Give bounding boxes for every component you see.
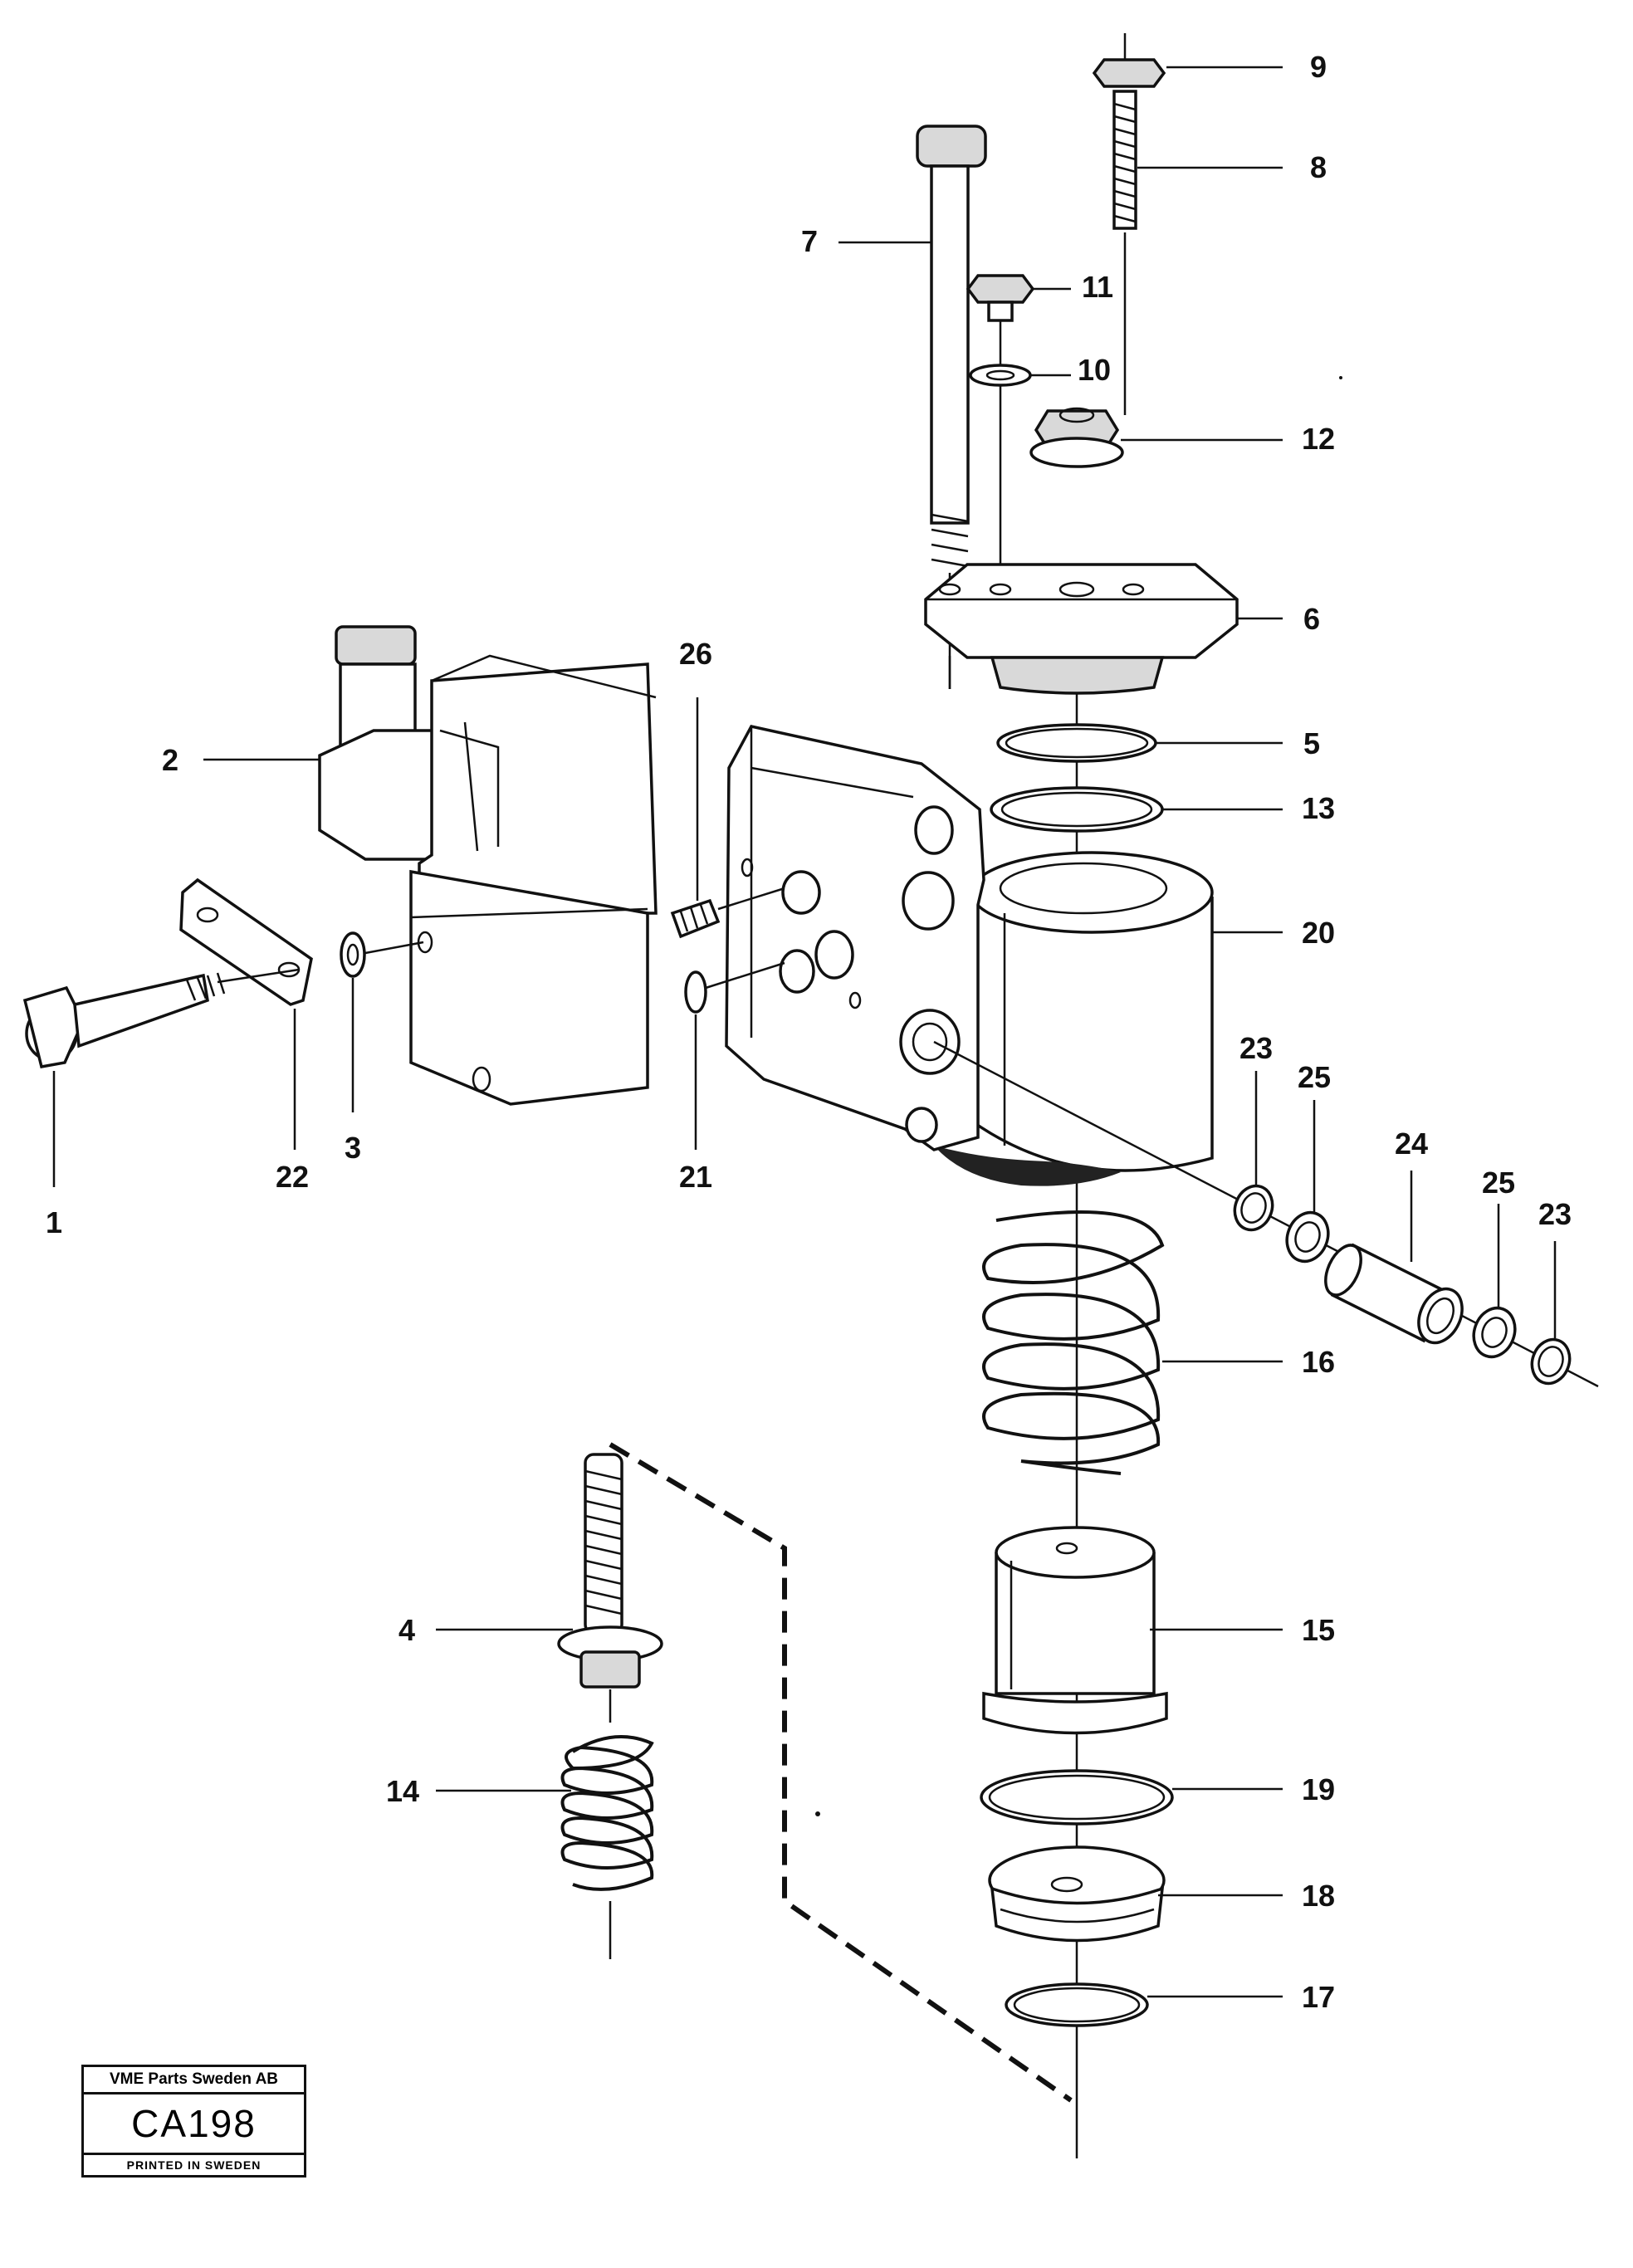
part-15-piston bbox=[982, 1526, 1168, 1735]
callout-4: 4 bbox=[398, 1613, 415, 1647]
part-4-adjusting-screw bbox=[557, 1453, 663, 1723]
callout-26: 26 bbox=[679, 637, 712, 671]
callout-9: 9 bbox=[1310, 50, 1327, 84]
stamp-code: CA198 bbox=[84, 2094, 304, 2155]
callout-11: 11 bbox=[1082, 270, 1113, 304]
callout-13: 13 bbox=[1302, 791, 1335, 825]
part-26-plug-screw bbox=[670, 697, 785, 939]
callout-20: 20 bbox=[1302, 916, 1335, 950]
callout-7: 7 bbox=[801, 224, 818, 258]
part-25-washer-left bbox=[1285, 1100, 1330, 1264]
part-7-long-bolt bbox=[916, 125, 987, 689]
part-9-hex-nut bbox=[1092, 33, 1166, 88]
callout-25-right: 25 bbox=[1482, 1166, 1515, 1200]
part-16-main-spring bbox=[982, 1210, 1165, 1475]
stamp-company: VME Parts Sweden AB bbox=[84, 2067, 304, 2094]
callout-14: 14 bbox=[386, 1774, 419, 1808]
part-3-washer bbox=[340, 931, 424, 1112]
callout-10: 10 bbox=[1078, 353, 1111, 387]
callout-18: 18 bbox=[1302, 1879, 1335, 1913]
callout-15: 15 bbox=[1302, 1613, 1335, 1647]
part-10-washer bbox=[969, 364, 1032, 581]
part-11-small-bolt bbox=[966, 274, 1035, 365]
callout-5: 5 bbox=[1303, 726, 1320, 760]
title-block: VME Parts Sweden AB CA198 PRINTED IN SWE… bbox=[81, 2065, 306, 2178]
callout-8: 8 bbox=[1310, 150, 1327, 184]
part-17-snap-ring bbox=[1005, 1982, 1149, 2027]
callout-6: 6 bbox=[1303, 602, 1320, 636]
callout-17: 17 bbox=[1302, 1980, 1335, 2014]
part-1-bolt bbox=[22, 968, 300, 1187]
callout-23-left: 23 bbox=[1239, 1031, 1273, 1065]
part-23-o-ring-left bbox=[1233, 1071, 1274, 1232]
part-2-solenoid-valve bbox=[318, 625, 658, 1106]
part-20-valve-body bbox=[725, 725, 1214, 1186]
callout-3: 3 bbox=[345, 1131, 361, 1165]
callout-24: 24 bbox=[1395, 1127, 1428, 1161]
part-14-small-spring bbox=[560, 1735, 654, 1959]
leader-lines bbox=[203, 66, 1283, 1998]
part-23-o-ring-right bbox=[1530, 1241, 1572, 1386]
callout-23-right: 23 bbox=[1538, 1197, 1572, 1231]
part-12-flange-nut bbox=[1029, 407, 1124, 468]
part-22-plate bbox=[179, 877, 313, 1150]
callout-22: 22 bbox=[276, 1160, 309, 1194]
callout-1: 1 bbox=[46, 1205, 62, 1239]
callout-16: 16 bbox=[1302, 1345, 1335, 1379]
callout-2: 2 bbox=[162, 743, 178, 777]
callout-12: 12 bbox=[1302, 422, 1335, 456]
callout-19: 19 bbox=[1302, 1772, 1335, 1806]
callout-21: 21 bbox=[679, 1160, 712, 1194]
stamp-footer: PRINTED IN SWEDEN bbox=[126, 2158, 262, 2172]
part-18-piston-cap bbox=[988, 1845, 1166, 1943]
dashed-assembly-line bbox=[609, 1442, 1073, 2103]
part-24-nipple bbox=[1324, 1171, 1464, 1345]
part-21-o-ring bbox=[684, 961, 785, 1150]
part-5-o-ring bbox=[996, 723, 1157, 763]
part-25-washer-right bbox=[1472, 1204, 1517, 1359]
callout-25-left: 25 bbox=[1298, 1060, 1331, 1094]
part-19-ring bbox=[980, 1769, 1174, 1826]
part-8-threaded-stud bbox=[1112, 90, 1137, 415]
part-6-flange-plate bbox=[924, 563, 1239, 695]
part-13-ring bbox=[990, 786, 1164, 833]
